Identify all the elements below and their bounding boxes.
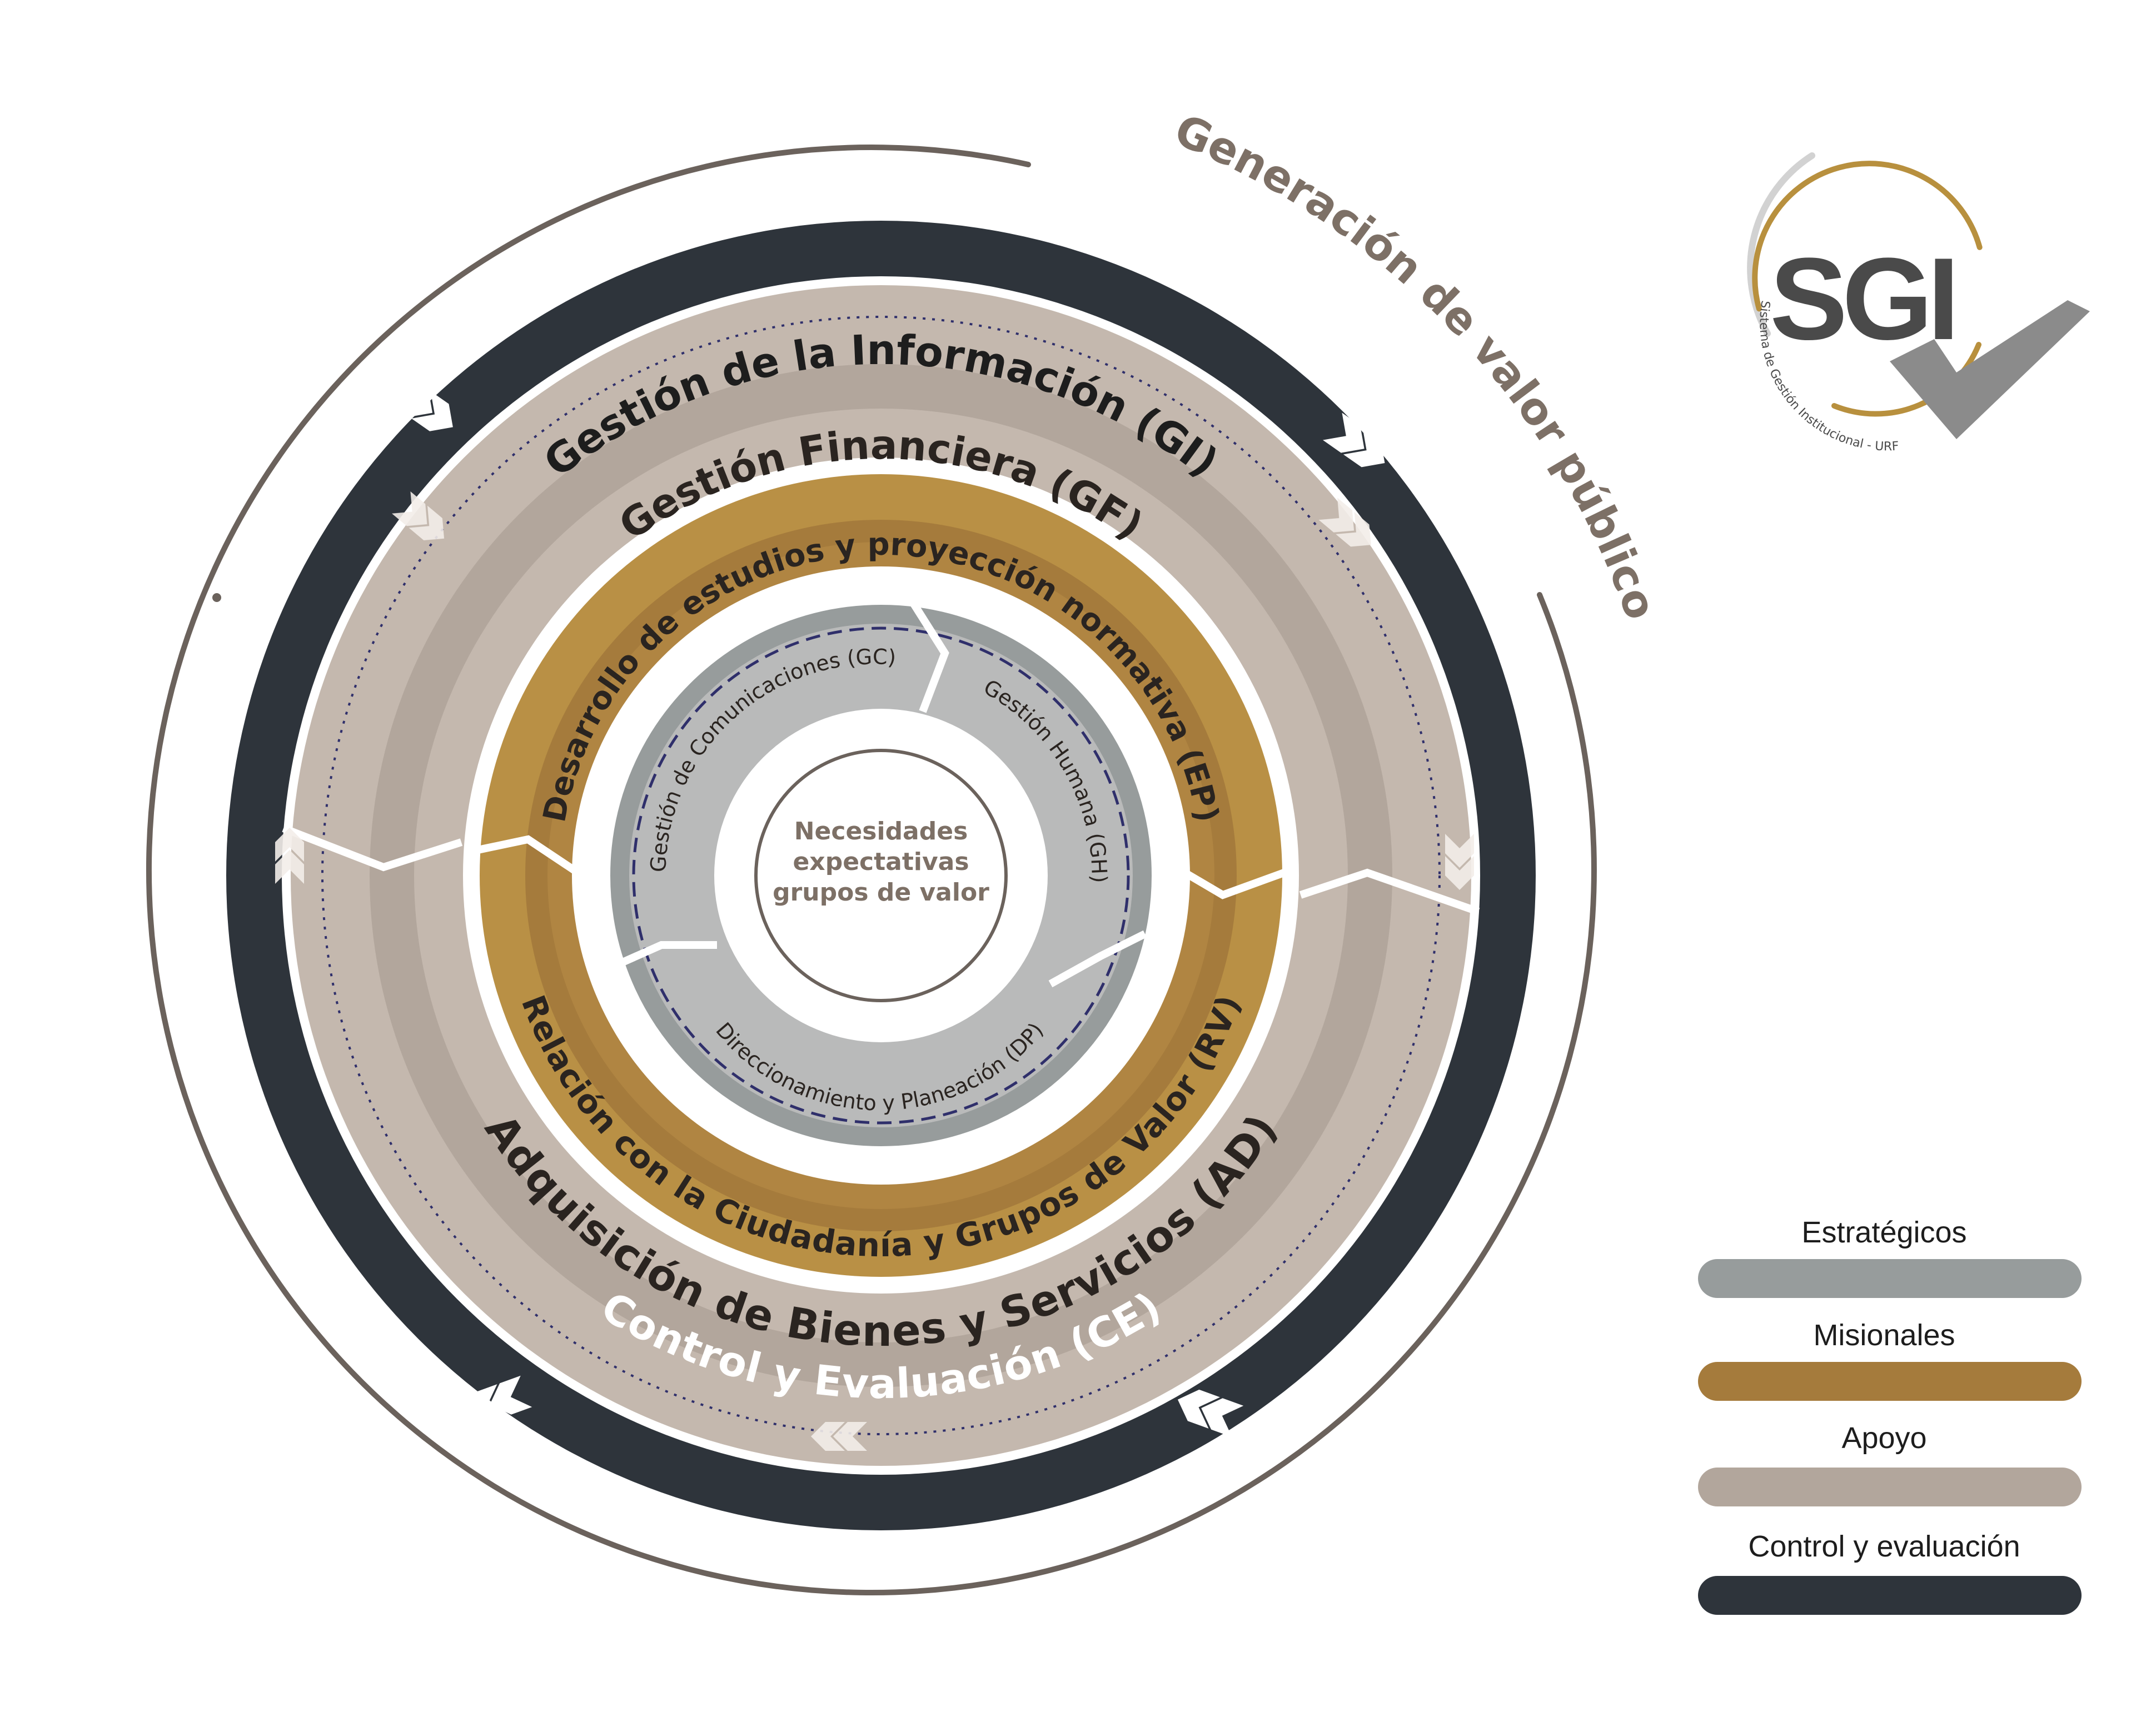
logo-text: SGI [1770,233,1954,364]
legend: Estratégicos Misionales Apoyo Control y … [1698,1216,2082,1615]
chevron-left-icon [1177,1389,1244,1438]
outer-value-ring [146,145,1597,1595]
chevron-right-icon [391,376,453,431]
legend-label-control: Control y evaluación [1748,1530,2020,1563]
legend-swatch-support [1698,1468,2082,1506]
legend-label-mission: Misionales [1813,1319,1955,1352]
center-line-1: Necesidades [794,817,968,845]
chevron-left-icon [466,1375,532,1424]
legend-label-strategic: Estratégicos [1801,1216,1966,1249]
chevron-right-icon [1323,412,1385,467]
center-ring [754,749,1008,1002]
legend-swatch-strategic [1698,1259,2082,1298]
center-line-3: grupos de valor [773,878,989,907]
sgi-logo: SGI Sistema de Gestión Institucional - U… [1747,152,2090,454]
legend-swatch-control [1698,1576,2082,1615]
legend-swatch-mission [1698,1362,2082,1401]
chevron-icons [391,376,1385,1438]
check-icon [1890,300,2090,439]
legend-label-support: Apoyo [1841,1421,1926,1455]
center-text: Necesidades expectativas grupos de valor [773,817,989,907]
center-line-2: expectativas [793,848,969,876]
